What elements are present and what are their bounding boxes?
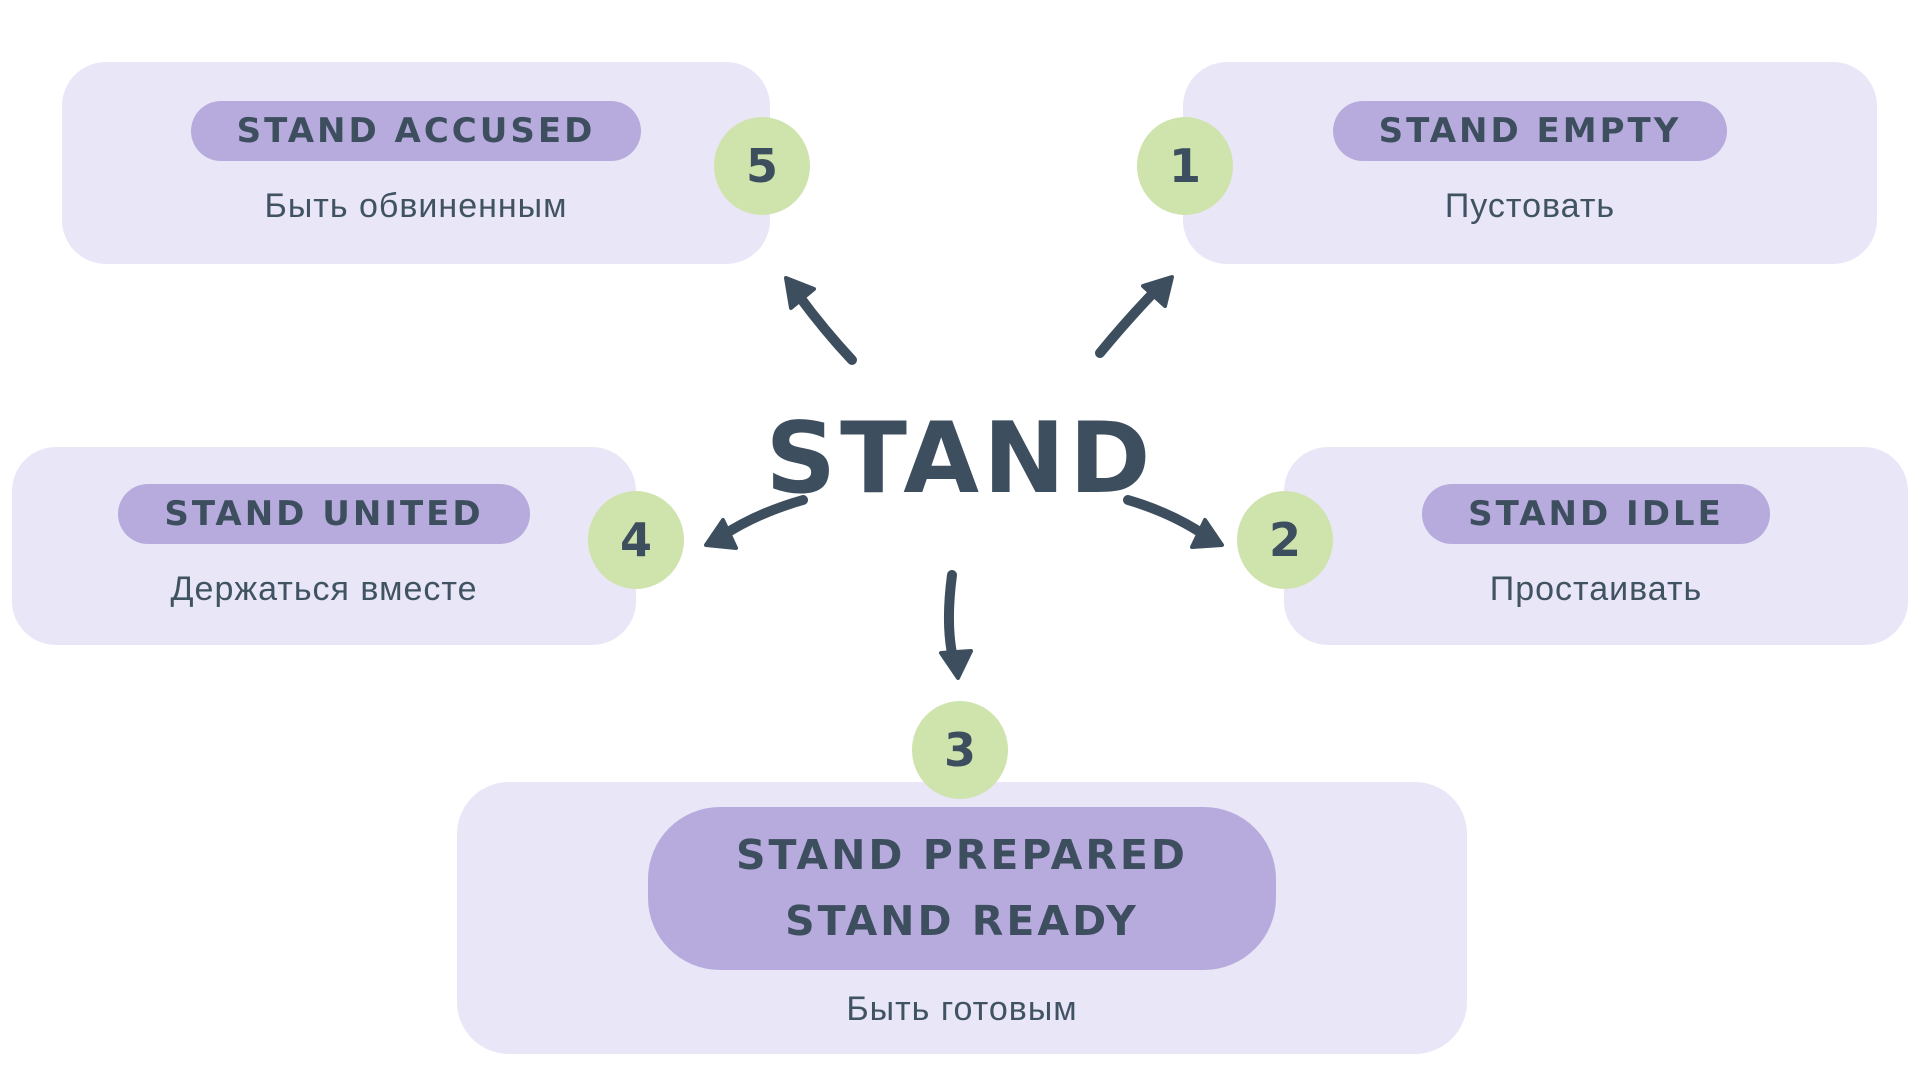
number-badge-4: 4 [588,491,684,589]
term-label: STAND EMPTY [1378,110,1682,151]
translation-label: Быть обвиненным [264,186,568,225]
arrow-to-card-1-icon [1095,275,1174,358]
translation-label: Быть готовым [846,990,1078,1029]
number-badge-3: 3 [912,701,1008,799]
term-label: STAND ACCUSED [236,110,596,151]
term-pill: STAND ACCUSED [190,100,642,161]
term-pill: STAND EMPTY [1332,100,1728,161]
card-stand-prepared-ready: STAND PREPARED STAND READY Быть готовым [457,782,1467,1054]
term-pill: STAND UNITED [118,483,530,544]
term-pill: STAND IDLE [1422,483,1770,544]
translation-label: Пустовать [1444,186,1616,225]
term-pill: STAND PREPARED STAND READY [648,806,1276,971]
card-stand-empty: STAND EMPTY Пустовать [1183,62,1877,264]
arrow-to-card-5-icon [784,276,857,365]
arrow-to-card-3-icon [939,570,973,680]
card-stand-united: STAND UNITED Держаться вместе [12,447,636,645]
term-label: STAND IDLE [1468,493,1724,534]
term-label-line-2: STAND READY [785,896,1139,945]
card-stand-idle: STAND IDLE Простаивать [1284,447,1908,645]
term-label-line-1: STAND PREPARED [736,830,1188,879]
center-word: STAND [765,402,1155,516]
term-label: STAND UNITED [164,493,484,534]
card-stand-accused: STAND ACCUSED Быть обвиненным [62,62,770,264]
number-badge-5: 5 [714,117,810,215]
number-badge-2: 2 [1237,491,1333,589]
translation-label: Простаивать [1489,569,1703,608]
number-badge-1: 1 [1137,117,1233,215]
translation-label: Держаться вместе [170,569,478,608]
